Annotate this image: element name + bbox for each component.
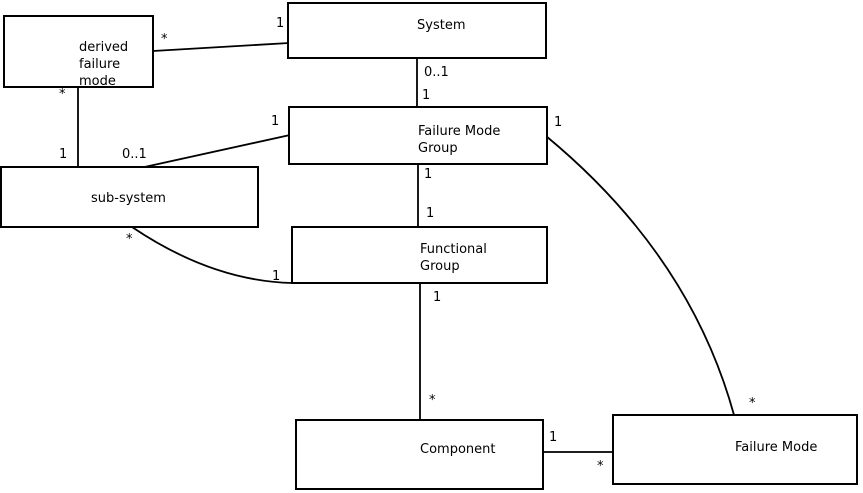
multiplicity-component-failure-mode-target: * — [597, 459, 604, 474]
node-label-system: System — [417, 17, 465, 34]
node-system: System — [287, 2, 547, 59]
node-label-line: sub-system — [91, 191, 166, 206]
connector-sub-system-failure-mode-group — [139, 134, 291, 169]
node-sub-system: sub-system — [0, 166, 259, 228]
node-label-line: mode — [79, 74, 116, 89]
node-label-sub-system: sub-system — [91, 190, 166, 207]
multiplicity-sub-system-functional-group-source: * — [126, 232, 133, 247]
node-label-line: System — [417, 18, 466, 33]
node-label-line: Functional — [420, 242, 487, 257]
node-label-line: failure — [79, 57, 121, 72]
node-label-line: Failure Mode — [735, 440, 818, 455]
multiplicity-failure-mode-group-failure-mode-target: * — [749, 396, 756, 411]
multiplicity-derived-failure-mode-sub-system-source: * — [59, 87, 66, 102]
multiplicity-failure-mode-group-functional-group-target: 1 — [426, 206, 435, 221]
node-functional-group: Functional Group — [291, 226, 548, 284]
connector-derived-failure-mode-system — [152, 42, 290, 52]
node-component: Component — [295, 419, 544, 490]
multiplicity-derived-failure-mode-sub-system-target: 1 — [59, 147, 68, 162]
multiplicity-functional-group-component-target: * — [429, 393, 436, 408]
multiplicity-sub-system-functional-group-target: 1 — [272, 269, 281, 284]
node-label-line: Failure Mode — [418, 124, 501, 139]
node-label-failure-mode-group: Failure Mode Group — [418, 123, 500, 157]
multiplicity-failure-mode-group-functional-group-source: 1 — [424, 167, 433, 182]
multiplicity-functional-group-component-source: 1 — [433, 290, 442, 305]
multiplicity-system-failure-mode-group-target: 1 — [422, 88, 431, 103]
node-derived-failure-mode: derived failure mode — [3, 15, 154, 90]
multiplicity-failure-mode-group-failure-mode-source: 1 — [554, 115, 563, 130]
connector-failure-mode-group-failure-mode — [545, 135, 735, 416]
multiplicity-sub-system-failure-mode-group-source: 0..1 — [122, 147, 147, 162]
node-label-line: Component — [420, 442, 496, 457]
node-label-functional-group: Functional Group — [420, 241, 487, 275]
node-failure-mode: Failure Mode — [612, 414, 858, 485]
node-label-line: Group — [420, 259, 460, 274]
node-label-component: Component — [420, 441, 495, 458]
multiplicity-derived-failure-mode-system-target: 1 — [276, 16, 285, 31]
node-failure-mode-group: Failure Mode Group — [288, 106, 548, 165]
multiplicity-sub-system-failure-mode-group-target: 1 — [271, 114, 280, 129]
node-label-line: derived — [79, 40, 129, 55]
node-label-failure-mode: Failure Mode — [735, 439, 817, 456]
multiplicity-component-failure-mode-source: 1 — [549, 430, 558, 445]
node-label-derived-failure-mode: derived failure mode — [79, 39, 128, 90]
multiplicity-system-failure-mode-group-source: 0..1 — [424, 65, 449, 80]
node-label-line: Group — [418, 141, 458, 156]
connector-sub-system-functional-group — [131, 226, 293, 284]
multiplicity-derived-failure-mode-system-source: * — [161, 32, 168, 47]
